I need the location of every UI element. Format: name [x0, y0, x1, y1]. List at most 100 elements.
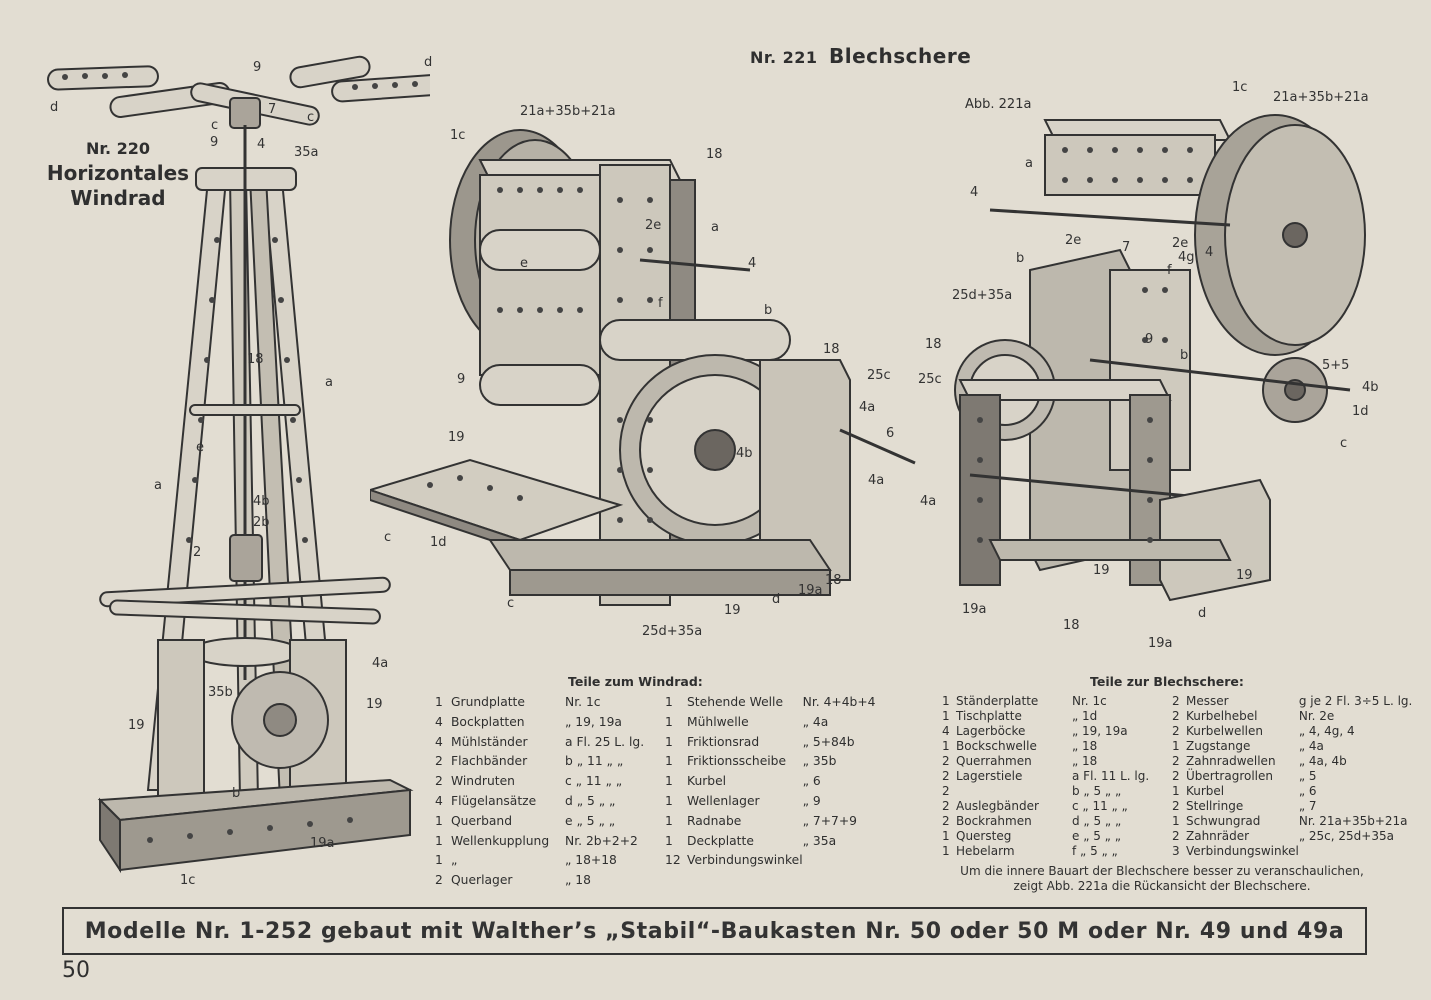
part-name: Deckplatte	[687, 833, 754, 848]
part-spec: „ 6	[802, 774, 821, 789]
windrad-label: c	[307, 110, 315, 125]
rear-label: 19	[1236, 568, 1253, 583]
part-spec: f „ 5 „ „	[1072, 844, 1118, 858]
blechschere-label: 4a	[859, 400, 876, 415]
part-spec: „ 18	[1072, 739, 1098, 753]
blechschere-label: d	[772, 592, 781, 607]
rear-label: 19	[1093, 563, 1110, 578]
part-qty: 1	[665, 833, 673, 848]
blechschere-label: 19	[448, 430, 465, 445]
part-spec: „ 9	[802, 793, 821, 808]
part-spec: b „ 5 „ „	[1072, 784, 1122, 798]
rear-label: b	[1016, 251, 1025, 266]
part-spec: c „ 11 „ „	[565, 774, 623, 789]
part-name: Kurbel	[1186, 784, 1225, 798]
parts-row: 1„„ 18+18	[435, 851, 665, 871]
part-name: „	[451, 853, 458, 868]
blechschere-label: 4a	[868, 473, 885, 488]
part-name: Verbindungswinkel	[687, 853, 803, 868]
part-qty: 2	[1172, 724, 1180, 738]
blechschere-label: f	[658, 296, 663, 311]
part-qty: 2	[942, 814, 950, 828]
part-name: Ständerplatte	[956, 694, 1039, 708]
part-qty: 1	[942, 709, 950, 723]
part-name: Querlager	[451, 873, 513, 888]
part-name: Messer	[1186, 694, 1229, 708]
blechschere-label: 18	[825, 573, 842, 588]
windrad-label: 19a	[310, 836, 335, 851]
windrad-title: Nr. 220 Horizontales Windrad	[44, 136, 192, 211]
part-name: Übertragrollen	[1186, 769, 1273, 783]
part-spec: „ 4a	[1298, 739, 1324, 753]
part-qty: 2	[942, 784, 950, 798]
windrad-parts-heading: Teile zum Windrad:	[568, 674, 703, 689]
windrad-title-line-1: Horizontales	[46, 161, 190, 185]
rear-label: c	[1340, 436, 1348, 451]
part-spec: d „ 5 „ „	[1072, 814, 1122, 828]
part-name: Stellringe	[1186, 799, 1244, 813]
part-name: Quersteg	[956, 829, 1012, 843]
part-name: Grundplatte	[451, 695, 525, 709]
part-qty: 1	[942, 829, 950, 843]
part-qty: 1	[665, 714, 673, 729]
windrad-label: 2b	[253, 515, 270, 530]
windrad-label: c	[211, 118, 219, 133]
blechschere-label: 2e	[645, 218, 662, 233]
part-name: Flachbänder	[451, 754, 528, 769]
blechschere-name: Blechschere	[829, 44, 972, 68]
part-name: Kurbelhebel	[1186, 709, 1258, 723]
rear-label: b	[1180, 348, 1189, 363]
part-qty: 4	[435, 734, 443, 749]
blechschere-front-illustration	[370, 129, 916, 606]
part-qty: 4	[942, 724, 950, 738]
part-qty: 1	[435, 813, 443, 828]
rear-label: 7	[1122, 240, 1131, 255]
part-spec: „ 4, 4g, 4	[1298, 724, 1355, 738]
part-qty: 1	[665, 734, 673, 749]
blechschere-label: 1d	[430, 535, 447, 550]
part-qty: 2	[435, 873, 443, 888]
rear-label: a	[1025, 156, 1033, 171]
part-qty: 3	[1172, 844, 1180, 858]
part-spec: a Fl. 25 L. lg.	[565, 734, 645, 749]
part-name: Querband	[451, 813, 513, 828]
part-name: Verbindungswinkel	[1186, 844, 1299, 858]
blechschere-label: c	[384, 530, 392, 545]
rear-label: 19a	[962, 602, 987, 617]
part-name: Friktionsrad	[687, 734, 760, 749]
part-spec: „ 18	[1072, 754, 1098, 768]
part-name: Wellenlager	[687, 793, 760, 808]
rear-label: 18	[1063, 618, 1080, 633]
note-line: zeigt Abb. 221a die Rückansicht der Blec…	[1013, 879, 1311, 893]
blechschere-label: 18	[706, 147, 723, 162]
part-name: Stehende Welle	[687, 695, 784, 709]
part-spec: „ 7	[1298, 799, 1317, 813]
part-qty: 4	[435, 793, 443, 808]
windrad-label: 35a	[294, 145, 319, 160]
part-spec: „ 7+7+9	[802, 813, 857, 828]
rear-label: 5+5	[1322, 358, 1350, 373]
part-spec: Nr. 1c	[565, 695, 601, 709]
part-name: Zugstange	[1186, 739, 1251, 753]
part-qty: 1	[942, 739, 950, 753]
parts-row: 2 b „ 5 „ „	[942, 784, 1170, 799]
rear-label: f	[1167, 263, 1172, 278]
windrad-label: 19	[366, 697, 383, 712]
